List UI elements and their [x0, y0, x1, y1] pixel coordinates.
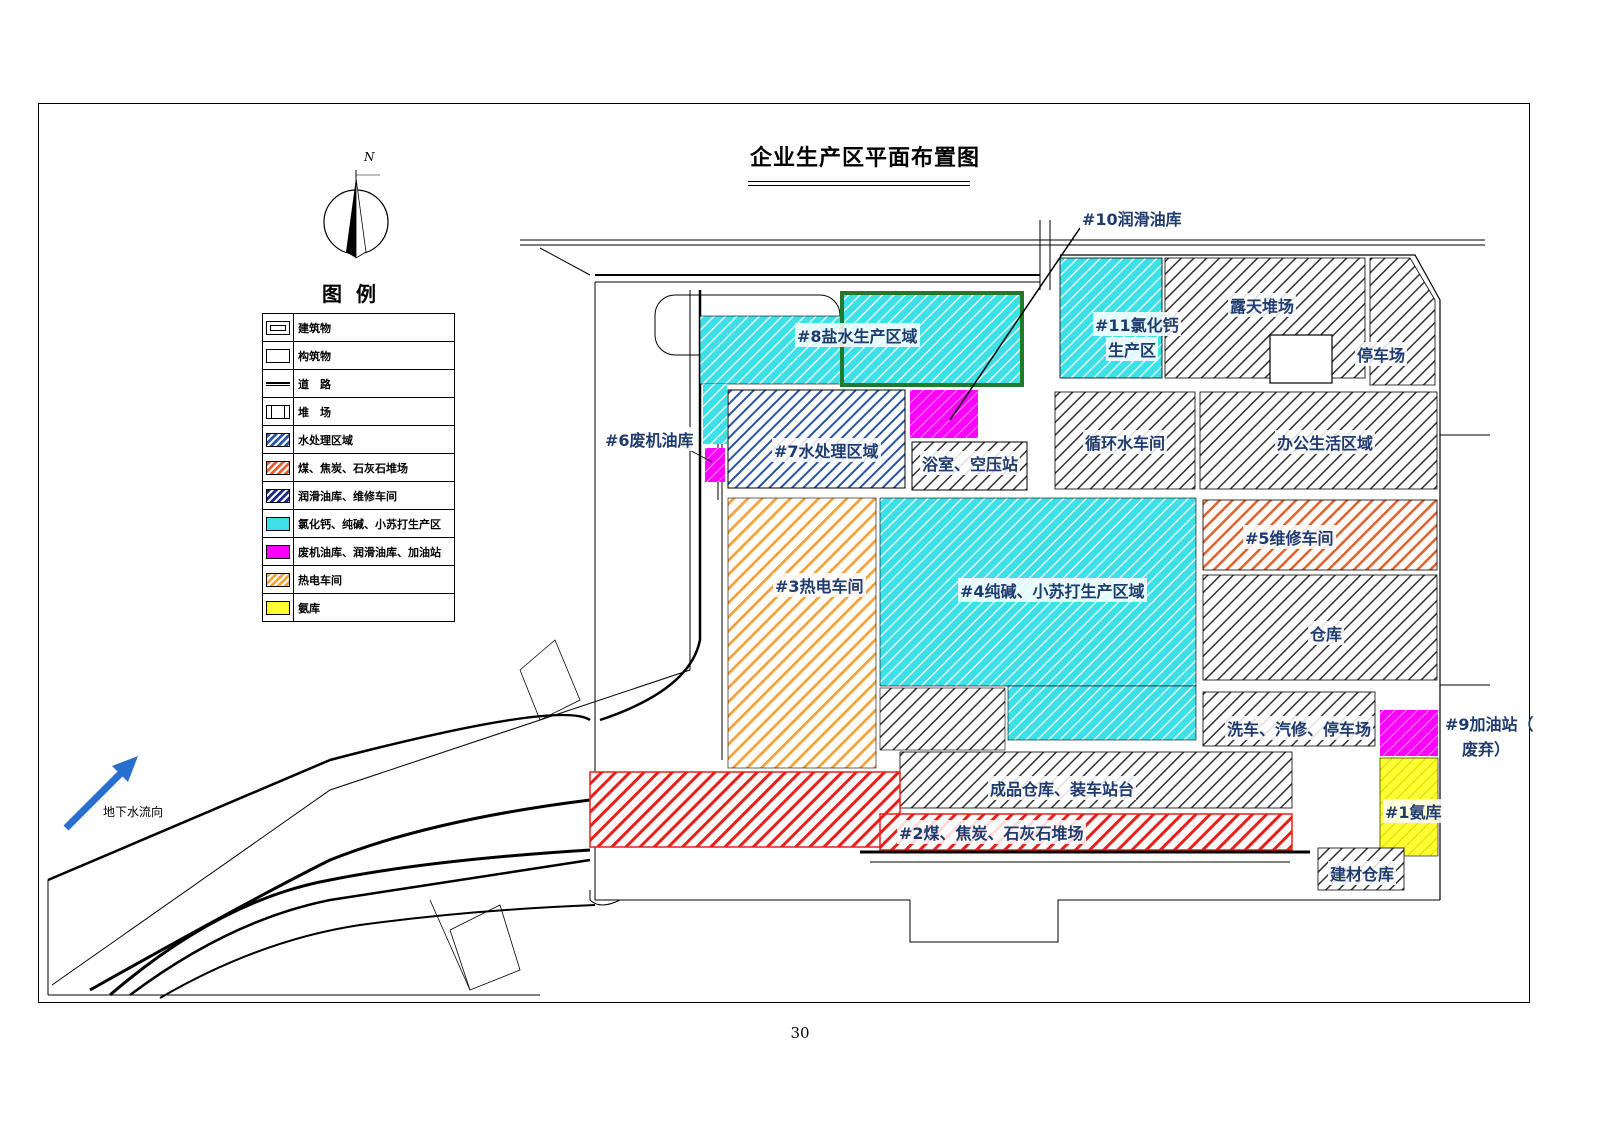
label-zone-5: #5维修车间 — [1243, 525, 1336, 549]
label-zone-2: #2煤、焦炭、石灰石堆场 — [897, 820, 1086, 844]
legend-swatch-cell — [262, 397, 294, 426]
label-cooling: 循环水车间 — [1083, 430, 1168, 454]
legend-label: 道 路 — [293, 369, 455, 398]
legend-label: 氨库 — [293, 593, 455, 622]
legend-swatch-cell — [262, 453, 294, 482]
perimeter-road — [520, 220, 1490, 943]
zone-south-building — [879, 687, 1006, 751]
label-parking: 停车场 — [1355, 342, 1408, 366]
zone-4-soda-south — [1007, 685, 1197, 741]
legend-table: 建筑物构筑物道 路堆 场水处理区域煤、焦炭、石灰石堆场润滑油库、维修车间氯化钙、… — [262, 313, 455, 622]
legend-row: 润滑油库、维修车间 — [262, 481, 455, 510]
legend-swatch-cell — [262, 565, 294, 594]
label-bath: 浴室、空压站 — [920, 451, 1021, 475]
zone-10-leader — [949, 227, 1081, 421]
label-office: 办公生活区域 — [1275, 430, 1376, 454]
legend-label: 热电车间 — [293, 565, 455, 594]
label-zone-10: #10润滑油库 — [1080, 206, 1184, 230]
legend-swatch — [266, 488, 290, 503]
label-zone-11-a: #11氯化钙 — [1093, 312, 1181, 336]
legend-row: 堆 场 — [262, 397, 455, 426]
legend-row: 煤、焦炭、石灰石堆场 — [262, 453, 455, 482]
legend-swatch — [266, 516, 290, 531]
legend-swatch-cell — [262, 481, 294, 510]
legend-swatch — [266, 544, 290, 559]
legend-label: 建筑物 — [293, 313, 455, 342]
legend-swatch-cell — [262, 537, 294, 566]
legend-row: 构筑物 — [262, 341, 455, 370]
page-title: 企业生产区平面布置图 — [750, 145, 981, 171]
label-wash: 洗车、汽修、停车场 — [1225, 716, 1374, 740]
title-underline — [748, 181, 970, 182]
legend-swatch-cell — [262, 425, 294, 454]
legend-row: 水处理区域 — [262, 425, 455, 454]
legend-row: 废机油库、润滑油库、加油站 — [262, 537, 455, 566]
zone-6-waste-oil — [705, 448, 725, 482]
label-zone-8: #8盐水生产区域 — [795, 323, 920, 347]
label-warehouse: 仓库 — [1308, 621, 1345, 645]
legend-swatch — [266, 432, 290, 447]
legend-row: 道 路 — [262, 369, 455, 398]
railway-lines — [47, 290, 702, 999]
label-zone-4: #4纯碱、小苏打生产区域 — [958, 578, 1147, 602]
groundwater-flow-label: 地下水流向 — [103, 805, 164, 819]
legend-label: 润滑油库、维修车间 — [293, 481, 455, 510]
label-material: 建材仓库 — [1328, 861, 1397, 885]
legend-row: 氯化钙、纯碱、小苏打生产区 — [262, 509, 455, 538]
legend-swatch-cell — [262, 369, 294, 398]
zone-8-cyan-strip — [703, 384, 727, 444]
zone-9-gas-station — [1380, 710, 1438, 756]
legend-label: 煤、焦炭、石灰石堆场 — [293, 453, 455, 482]
title-underline-thin — [748, 185, 970, 186]
label-finished: 成品仓库、装车站台 — [988, 776, 1137, 800]
legend-swatch — [266, 572, 290, 587]
zone-2-coal-yard — [589, 771, 901, 848]
zone-3-thermal-power — [727, 497, 877, 769]
legend-swatch — [266, 348, 290, 363]
drawing-frame — [38, 103, 1530, 1003]
zone-open-yard — [1164, 257, 1366, 379]
legend-row: 建筑物 — [262, 313, 455, 342]
legend-swatch-cell — [262, 341, 294, 370]
legend-row: 氨库 — [262, 593, 455, 622]
legend-label: 废机油库、润滑油库、加油站 — [293, 537, 455, 566]
north-compass — [323, 170, 389, 259]
legend-label: 水处理区域 — [293, 425, 455, 454]
legend-swatch — [266, 381, 290, 386]
north-label: N — [364, 150, 375, 164]
label-zone-1: #1氨库 — [1383, 799, 1444, 823]
legend-swatch — [266, 460, 290, 475]
legend-swatch — [266, 404, 290, 419]
legend-swatch-cell — [262, 593, 294, 622]
label-zone-7: #7水处理区域 — [772, 438, 881, 462]
office-building — [1269, 334, 1333, 384]
legend-swatch-cell — [262, 509, 294, 538]
loading-rails — [860, 850, 1310, 863]
legend-label: 构筑物 — [293, 341, 455, 370]
zone-10-lubricant — [910, 390, 978, 438]
legend-label: 堆 场 — [293, 397, 455, 426]
groundwater-arrow — [63, 756, 138, 831]
legend-swatch-cell — [262, 313, 294, 342]
legend-row: 热电车间 — [262, 565, 455, 594]
label-zone-6: #6废机油库 — [603, 427, 696, 451]
label-open-yard: 露天堆场 — [1228, 293, 1297, 317]
label-zone-11-b: 生产区 — [1106, 337, 1159, 361]
legend-swatch — [266, 320, 290, 335]
label-zone-3: #3热电车间 — [773, 573, 866, 597]
legend-swatch — [266, 600, 290, 615]
label-zone-9-b: 废弃） — [1462, 740, 1511, 759]
legend-label: 氯化钙、纯碱、小苏打生产区 — [293, 509, 455, 538]
page-number: 30 — [790, 1024, 810, 1042]
legend-title: 图例 — [322, 282, 390, 306]
label-zone-9-a: #9加油站（ — [1445, 715, 1534, 734]
